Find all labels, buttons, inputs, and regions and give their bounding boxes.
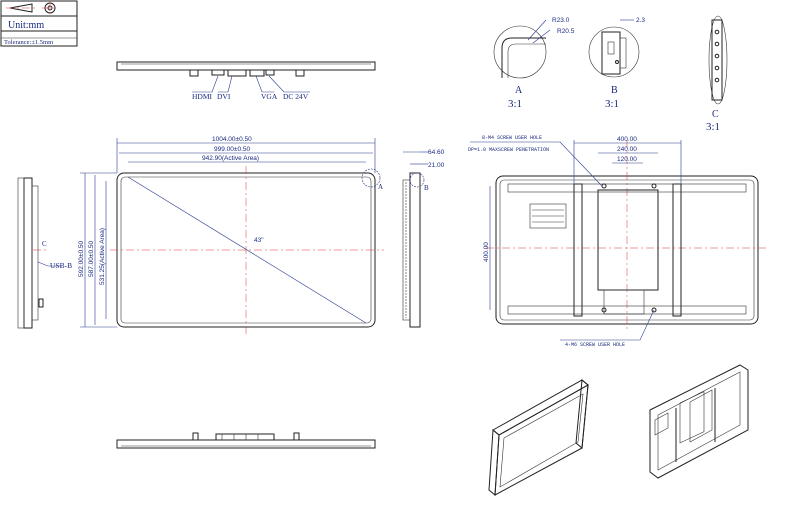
- unit-label: Unit:mm: [8, 20, 44, 31]
- width-active-dim: 942.90(Active Area): [202, 155, 259, 162]
- left-side-view: [17, 177, 48, 329]
- height-mid-dim: 587.00±0.50: [88, 241, 95, 277]
- rear-w400: 400.00: [617, 136, 637, 143]
- vga-label: VGA: [261, 92, 278, 101]
- rear-h400: 400.00: [483, 242, 490, 262]
- hdmi-label: HDMI: [192, 92, 213, 101]
- bezel-dim: 21.00: [428, 162, 445, 169]
- detail-a-scale: 3:1: [508, 98, 522, 110]
- detail-a-r1: R23.0: [552, 17, 570, 24]
- note-m4: 8-M4 SCREW USER HOLE: [482, 135, 542, 141]
- callout-a: A: [378, 183, 383, 191]
- detail-b-scale: 3:1: [605, 98, 619, 110]
- iso-front-view: [488, 379, 589, 497]
- detail-a-label: A: [515, 85, 523, 96]
- callout-b: B: [424, 184, 429, 192]
- detail-c-label: C: [712, 109, 719, 120]
- detail-b-dim: 2.3: [636, 17, 645, 24]
- title-block: Unit:mm Tolerance:±1.5mm: [0, 0, 78, 47]
- rear-w240: 240.00: [617, 146, 637, 153]
- note-depth: DP=1.0 MAXSCREW PENETRATION: [468, 147, 549, 153]
- rear-w120: 120.00: [617, 156, 637, 163]
- note-m6: 4-M6 SCREW USER HOLE: [565, 342, 625, 348]
- dc-label: DC 24V: [283, 92, 309, 101]
- width-mid-dim: 999.00±0.50: [214, 146, 250, 153]
- detail-c: [708, 15, 728, 105]
- bottom-view: [116, 432, 376, 449]
- top-view: [116, 61, 376, 93]
- iso-rear-view: [649, 364, 749, 479]
- usb-b-label: USB-B: [50, 261, 72, 270]
- detail-c-scale: 3:1: [706, 121, 720, 133]
- width-outer-dim: 1004.00±0.50: [212, 136, 252, 143]
- detail-b-label: B: [611, 85, 618, 96]
- tolerance-label: Tolerance:±1.5mm: [4, 39, 53, 46]
- diagonal-size: 43": [254, 237, 264, 244]
- detail-a: [493, 19, 551, 79]
- depth-dim: 64.60: [428, 149, 445, 156]
- rear-view: [486, 140, 766, 332]
- right-side-view: [402, 172, 425, 328]
- detail-a-r2: R20.5: [557, 28, 575, 35]
- height-outer-dim: 592.00±0.50: [78, 241, 85, 277]
- front-view: [110, 166, 384, 334]
- projection-symbol-icon: [6, 1, 58, 15]
- dvi-label: DVI: [217, 92, 231, 101]
- callout-c: C: [42, 240, 47, 248]
- detail-b: [588, 19, 640, 78]
- height-active-dim: 531.25(Active Area): [99, 228, 106, 285]
